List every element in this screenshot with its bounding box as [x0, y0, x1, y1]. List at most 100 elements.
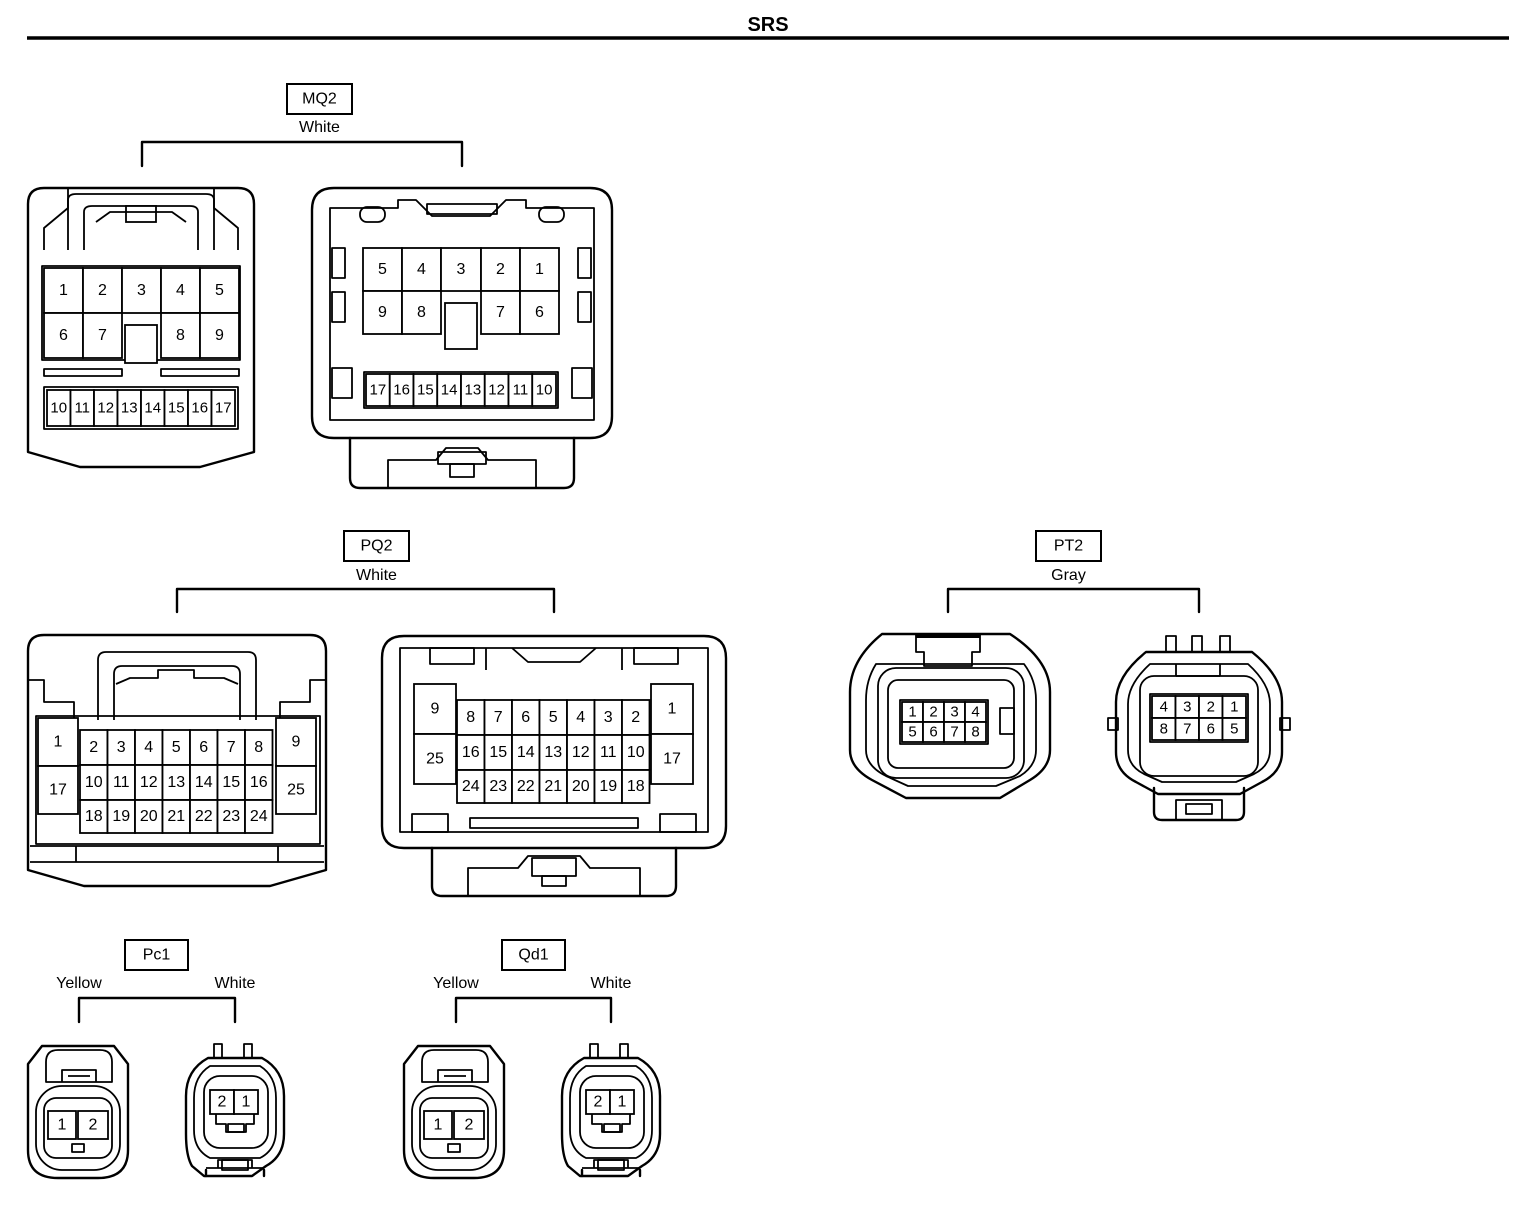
page-title: SRS — [747, 14, 788, 36]
connector-id: PT2 — [1054, 538, 1083, 555]
connector-color-right: White — [215, 975, 256, 992]
pin: 18 — [627, 778, 645, 795]
connector-qd1-female: 1 2 — [402, 1044, 506, 1180]
pin: 16 — [191, 400, 208, 417]
pin: 15 — [417, 382, 434, 399]
connector-pq2-male: 9 25 1 17 8 7 6 5 4 3 2 16 15 14 13 12 1… — [380, 634, 728, 898]
pin: 3 — [457, 261, 466, 278]
connector-pc1: Pc1 Yellow White 1 2 2 1 — [26, 939, 286, 1180]
pin: 11 — [113, 774, 130, 791]
pin: 2 — [98, 282, 107, 299]
pin: 3 — [950, 704, 958, 721]
pin: 4 — [176, 282, 185, 299]
pin: 24 — [462, 778, 480, 795]
connector-id-box — [1035, 530, 1102, 562]
pin: 6 — [929, 724, 937, 741]
connector-color-left: Yellow — [433, 975, 479, 992]
pin: 2 — [496, 261, 505, 278]
pin-row-2: 16 15 14 13 12 11 10 — [456, 734, 651, 771]
pin: 2 — [89, 1117, 98, 1134]
pin: 19 — [599, 778, 617, 795]
pin: 21 — [167, 808, 185, 825]
pin: 4 — [971, 704, 979, 721]
pin: 3 — [1183, 699, 1191, 716]
pin: 18 — [85, 808, 103, 825]
pin: 17 — [215, 400, 232, 417]
pin: 13 — [121, 400, 138, 417]
connector-pc1-female: 1 2 — [26, 1044, 130, 1180]
pin: 1 — [618, 1094, 627, 1111]
connector-color: Gray — [1051, 567, 1086, 584]
pin: 8 — [1160, 721, 1168, 738]
pin-row-1: 8 7 6 5 4 3 2 — [456, 699, 651, 736]
connector-bracket — [946, 587, 1201, 614]
pin: 3 — [137, 282, 146, 299]
connector-qd1-male: 2 1 — [560, 1043, 662, 1178]
pin: 8 — [176, 327, 185, 344]
pin: 11 — [513, 382, 529, 399]
pin: 4 — [144, 739, 153, 756]
pin: 12 — [572, 744, 590, 761]
pin: 5 — [172, 739, 181, 756]
pin: 14 — [195, 774, 213, 791]
connector-bracket — [140, 140, 464, 168]
pin: 11 — [600, 744, 617, 761]
pin: 1 — [908, 704, 916, 721]
pin: 6 — [521, 709, 530, 726]
pin-row-bottom: 10 11 12 13 14 15 16 17 — [46, 389, 236, 427]
pin-row-top: 5 4 3 2 1 — [362, 247, 560, 292]
pin: 17 — [663, 751, 681, 768]
pin: 8 — [254, 739, 263, 756]
pin: 8 — [466, 709, 475, 726]
connector-id: Pc1 — [143, 947, 171, 964]
pin: 4 — [417, 261, 426, 278]
connector-pt2-female: 1 2 3 4 5 6 7 8 — [848, 632, 1052, 800]
pin: 1 — [58, 1117, 67, 1134]
pin-row-bottom: 17 16 15 14 13 12 11 10 — [365, 373, 557, 407]
pin: 20 — [572, 778, 590, 795]
connector-id-box — [501, 939, 566, 971]
pin: 4 — [1160, 699, 1168, 716]
pin: 13 — [465, 382, 482, 399]
pin: 6 — [535, 304, 544, 321]
pin: 14 — [517, 744, 535, 761]
pin: 19 — [112, 808, 130, 825]
pin: 2 — [1207, 699, 1215, 716]
pin: 11 — [74, 400, 90, 417]
pin: 2 — [929, 704, 937, 721]
connector-id: PQ2 — [360, 538, 392, 555]
pin: 16 — [393, 382, 410, 399]
pin: 14 — [144, 400, 161, 417]
connector-bracket — [175, 587, 556, 614]
pin: 1 — [535, 261, 544, 278]
pin: 2 — [594, 1094, 603, 1111]
connector-color-left: Yellow — [56, 975, 102, 992]
pin: 5 — [215, 282, 224, 299]
pin: 5 — [1230, 721, 1238, 738]
pin: 7 — [1183, 721, 1191, 738]
connector-pt2-male: 4 3 2 1 8 7 6 5 — [1107, 635, 1291, 822]
pin-row-1: 4 3 2 1 — [1151, 695, 1247, 719]
pin: 1 — [59, 282, 68, 299]
pin-row-2: 5 6 7 8 — [901, 721, 987, 743]
connector-pt2: PT2 Gray 1 2 3 4 5 6 7 8 — [848, 530, 1291, 822]
pin: 6 — [199, 739, 208, 756]
pin: 20 — [140, 808, 158, 825]
pin: 24 — [250, 808, 268, 825]
pin: 7 — [496, 304, 505, 321]
pin: 17 — [49, 782, 67, 799]
pin-row-3: 18 19 20 21 22 23 24 — [79, 799, 274, 834]
pin: 2 — [465, 1117, 474, 1134]
pin: 2 — [631, 709, 640, 726]
pin-row-2: 10 11 12 13 14 15 16 — [79, 764, 274, 801]
pin-row-mid: 6 7 8 9 — [43, 312, 240, 364]
connector-pq2: PQ2 White 1 17 9 25 2 3 4 5 6 7 8 — [26, 530, 728, 898]
pin: 5 — [378, 261, 387, 278]
pin: 21 — [544, 778, 562, 795]
pin: 22 — [195, 808, 213, 825]
pin: 12 — [97, 400, 114, 417]
pin: 7 — [494, 709, 503, 726]
connector-pq2-female: 1 17 9 25 2 3 4 5 6 7 8 10 11 12 13 14 1… — [26, 633, 328, 888]
pin: 16 — [462, 744, 480, 761]
